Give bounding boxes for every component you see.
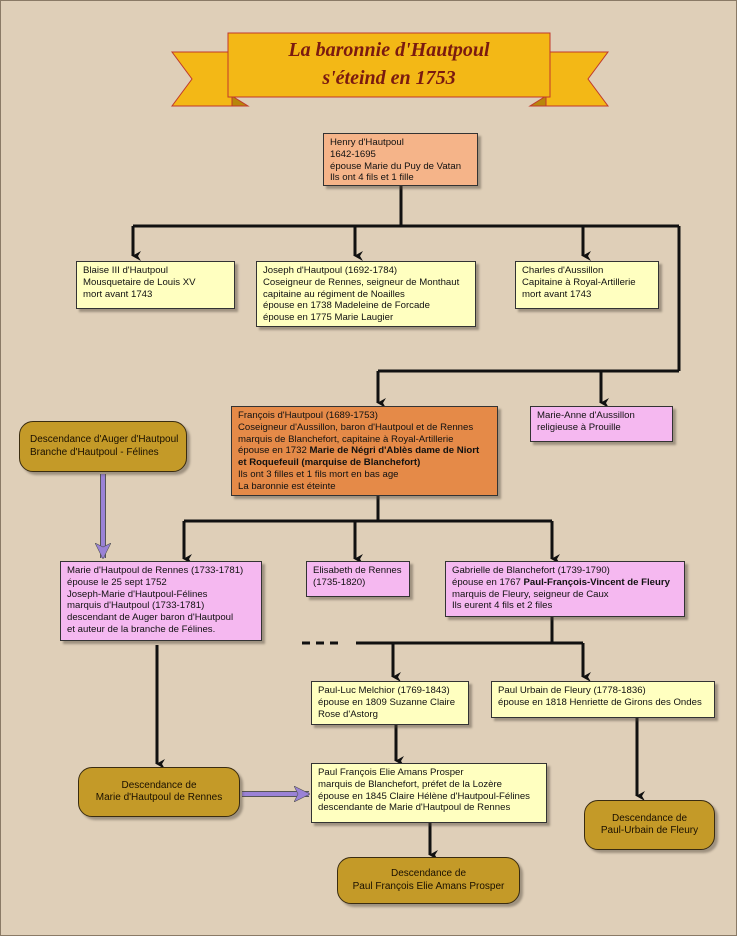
box-line: épouse en 1818 Henriette de Girons des O…: [498, 696, 702, 708]
box-line: descendant de Auger baron d'Hautpoul: [67, 612, 234, 624]
box-line: Paul-Luc Melchior (1769-1843): [318, 685, 450, 696]
box-line: Marie d'Hautpoul de Rennes (1733-1781): [67, 565, 244, 576]
box-line: épouse en 1738 Madeleine de Forcade: [263, 300, 430, 312]
box-line: épouse Marie du Puy de Vatan: [330, 160, 462, 172]
box-line: marquis d'Hautpoul (1733-1781): [67, 600, 205, 612]
box-line: Henry d'Hautpoul: [330, 137, 404, 148]
box-line: religieuse à Prouille: [537, 421, 621, 433]
box-paul-urbain: Paul Urbain de Fleury (1778-1836) épouse…: [491, 681, 715, 718]
pill-line: Branche d'Hautpoul - Félines: [30, 446, 159, 458]
box-line: descendante de Marie d'Hautpoul de Renne…: [318, 802, 511, 814]
box-line: (1735-1820): [313, 576, 366, 588]
pill-line: Descendance de: [121, 779, 197, 791]
box-line: et auteur de la branche de Félines.: [67, 623, 216, 635]
box-elisabeth: Elisabeth de Rennes (1735-1820): [306, 561, 410, 597]
box-line: Rose d'Astorg: [318, 708, 378, 720]
box-line: épouse en 1845 Claire Hélène d'Hautpoul-…: [318, 790, 530, 802]
box-line: Ils ont 4 fils et 1 fille: [330, 172, 414, 184]
box-text: épouse en 1767: [452, 576, 524, 588]
pill-line: Paul-Urbain de Fleury: [600, 825, 699, 836]
box-henry: Henry d'Hautpoul 1642-1695 épouse Marie …: [323, 133, 478, 186]
pill-line: Paul François Elie Amans Prosper: [352, 880, 505, 892]
box-line: Marie-Anne d'Aussillon: [537, 410, 635, 421]
box-line: marquis de Blanchefort, préfet de la Loz…: [318, 778, 502, 790]
box-line: Blaise III d'Hautpoul: [83, 265, 169, 276]
pill-urbain-descendance: Descendance de Paul-Urbain de Fleury: [584, 800, 715, 850]
box-line: Mousquetaire de Louis XV: [83, 276, 196, 288]
box-marie: Marie d'Hautpoul de Rennes (1733-1781) é…: [60, 561, 262, 641]
box-line: épouse le 25 sept 1752: [67, 576, 167, 588]
pill-prosper-descendance: Descendance de Paul François Elie Amans …: [337, 857, 520, 904]
box-line: 1642-1695: [330, 148, 376, 160]
pill-line: Descendance d'Auger d'Hautpoul: [30, 434, 179, 445]
box-line: La baronnie est éteinte: [238, 480, 336, 492]
box-paul-luc: Paul-Luc Melchior (1769-1843) épouse en …: [311, 681, 469, 725]
box-line: capitaine au régiment de Noailles: [263, 288, 405, 300]
box-marie-anne: Marie-Anne d'Aussillon religieuse à Prou…: [530, 406, 673, 442]
box-line: Ils ont 3 filles et 1 fils mort en bas a…: [238, 468, 399, 480]
box-line: Joseph-Marie d'Hautpoul-Félines: [67, 588, 208, 600]
pill-marie-descendance: Descendance de Marie d'Hautpoul de Renne…: [78, 767, 240, 817]
box-line: Coseigneur de Rennes, seigneur de Montha…: [263, 276, 460, 288]
pill-line: Marie d'Hautpoul de Rennes: [95, 792, 223, 803]
box-line: mort avant 1743: [522, 288, 592, 300]
box-line: Capitaine à Royal-Artillerie: [522, 276, 636, 288]
title-banner: [171, 32, 609, 107]
box-line: épouse en 1809 Suzanne Claire: [318, 696, 456, 708]
box-joseph: Joseph d'Hautpoul (1692-1784) Coseigneur…: [256, 261, 476, 327]
box-line: Ils eurent 4 fils et 2 files: [452, 600, 553, 612]
box-line: épouse en 1732 Marie de Négri d'Ablès da…: [238, 445, 491, 457]
box-line: mort avant 1743: [83, 288, 153, 300]
box-paul-francois: Paul François Elie Amans Prosper marquis…: [311, 763, 547, 823]
box-line: Coseigneur d'Aussillon, baron d'Hautpoul…: [238, 421, 474, 433]
pill-line: Descendance de: [390, 868, 467, 879]
box-bold-text: Marie de Négri d'Ablès dame de Niort: [309, 445, 480, 457]
pill-auger-descendance: Descendance d'Auger d'Hautpoul Branche d…: [19, 421, 187, 472]
box-line: épouse en 1767 Paul-François-Vincent de …: [452, 577, 678, 589]
box-line: épouse en 1775 Marie Laugier: [263, 312, 394, 324]
box-line: et Roquefeuil (marquise de Blanchefort): [238, 457, 491, 469]
box-line: marquis de Fleury, seigneur de Caux: [452, 588, 609, 600]
title-line-1: La baronnie d'Hautpoul: [288, 39, 490, 61]
box-line: Paul François Elie Amans Prosper: [318, 767, 464, 778]
box-line: Charles d'Aussillon: [522, 265, 604, 276]
box-line: Gabrielle de Blanchefort (1739-1790): [452, 565, 610, 576]
box-charles: Charles d'Aussillon Capitaine à Royal-Ar…: [515, 261, 659, 309]
box-text: épouse en 1732: [238, 445, 310, 457]
box-line: Elisabeth de Rennes: [313, 565, 402, 576]
pill-line: Descendance de: [611, 812, 688, 824]
box-blaise: Blaise III d'Hautpoul Mousquetaire de Lo…: [76, 261, 235, 309]
box-line: Paul Urbain de Fleury (1778-1836): [498, 685, 646, 696]
box-francois: François d'Hautpoul (1689-1753) Coseigne…: [231, 406, 498, 496]
box-line: François d'Hautpoul (1689-1753): [238, 410, 378, 421]
title-line-2: s'éteind en 1753: [322, 67, 456, 89]
box-gabrielle: Gabrielle de Blanchefort (1739-1790) épo…: [445, 561, 685, 617]
box-line: Joseph d'Hautpoul (1692-1784): [263, 265, 398, 276]
page-title: La baronnie d'Hautpoul s'éteind en 1753: [230, 36, 548, 92]
box-bold-text: et Roquefeuil (marquise de Blanchefort): [238, 457, 421, 469]
box-line: marquis de Blanchefort, capitaine à Roya…: [238, 433, 454, 445]
box-bold-text: Paul-François-Vincent de Fleury: [523, 576, 670, 588]
